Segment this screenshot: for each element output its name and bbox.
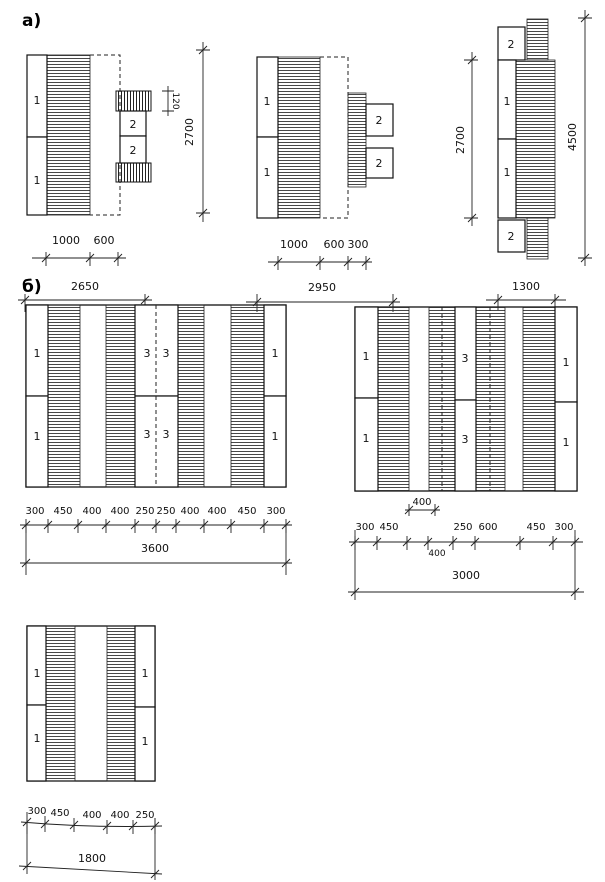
dim-label: 2700 [454,126,467,154]
dim-label: 1000 [280,238,308,251]
section-label-b: б) [22,277,42,297]
cell-label: 1 [504,166,511,179]
dim-label: 300 [554,522,573,533]
cell-label: 1 [34,174,41,187]
cell-label: 2 [130,144,137,157]
dim-label: 450 [379,522,398,533]
layout-a3: 2 1 1 2 2700 4500 1300 [454,10,592,310]
cell-label: 2 [508,38,515,51]
cell-label: 2 [130,118,137,131]
dim-label: 400 [412,497,431,508]
cell-label: 3 [144,428,151,441]
dim-label: 250 [135,506,154,517]
cell-label: 1 [142,667,149,680]
dim-label: 2700 [183,118,196,146]
dim-label: 300 [355,522,374,533]
cell-label: 1 [34,347,41,360]
dim-total: 2950 [308,281,336,294]
dim-label: 400 [207,506,226,517]
dim-label: 120 [170,92,180,109]
cell-label: 1 [264,166,271,179]
layout-a1: 1 1 2 2 120 2700 1000 600 2650 [18,42,210,312]
section-label-a: а) [22,11,41,31]
dim-label: 300 [27,806,46,817]
dim-label: 450 [53,506,72,517]
dim-total: 2650 [71,280,99,293]
cell-label: 1 [363,350,370,363]
cell-label: 3 [163,347,170,360]
cell-label: 1 [34,667,41,680]
dim-label: 300 [266,506,285,517]
dim-label: 400 [180,506,199,517]
cell-label: 2 [376,157,383,170]
dim-label: 400 [428,549,445,559]
cell-label: 2 [376,114,383,127]
dim-label: 600 [478,522,497,533]
cell-label: 1 [34,732,41,745]
dim-total: 3000 [452,569,480,582]
dim-label: 400 [82,810,101,821]
dim-label: 300 [25,506,44,517]
dim-label: 450 [526,522,545,533]
dim-total: 1800 [78,852,106,865]
cell-label: 1 [563,436,570,449]
dim-label: 250 [156,506,175,517]
dim-label: 600 [324,238,345,251]
dim-label: 450 [50,808,69,819]
cell-label: 1 [34,94,41,107]
cell-label: 3 [163,428,170,441]
cell-label: 1 [563,356,570,369]
cell-label: 1 [504,95,511,108]
dim-label: 1000 [52,234,80,247]
cell-label: 1 [363,432,370,445]
layout-b3: 1 1 1 1 300 450 400 400 250 1800 [18,625,163,880]
layout-a2: 1 1 2 2 1000 600 300 2950 [246,56,400,312]
cell-label: 1 [142,735,149,748]
cell-label: 3 [462,433,469,446]
dim-label: 250 [453,522,472,533]
layout-b2: 1 1 3 3 1 1 400 300 450 400 250 600 450 … [348,306,584,600]
cell-label: 1 [264,95,271,108]
dim-total: 3600 [141,542,169,555]
cell-label: 2 [508,230,515,243]
cell-label: 3 [462,352,469,365]
cell-label: 1 [272,430,279,443]
dim-label: 400 [82,506,101,517]
cell-label: 1 [272,347,279,360]
cell-label: 1 [34,430,41,443]
dim-label: 400 [110,506,129,517]
dim-label: 4500 [566,123,579,151]
dim-label: 450 [237,506,256,517]
dim-label: 250 [135,810,154,821]
cell-label: 3 [144,347,151,360]
layout-b1: 1 1 3 3 3 3 1 1 300 450 400 400 250 250 … [20,304,292,575]
dim-total: 1300 [512,280,540,293]
dim-label: 400 [110,810,129,821]
dim-label: 300 [348,238,369,251]
dim-label: 600 [94,234,115,247]
